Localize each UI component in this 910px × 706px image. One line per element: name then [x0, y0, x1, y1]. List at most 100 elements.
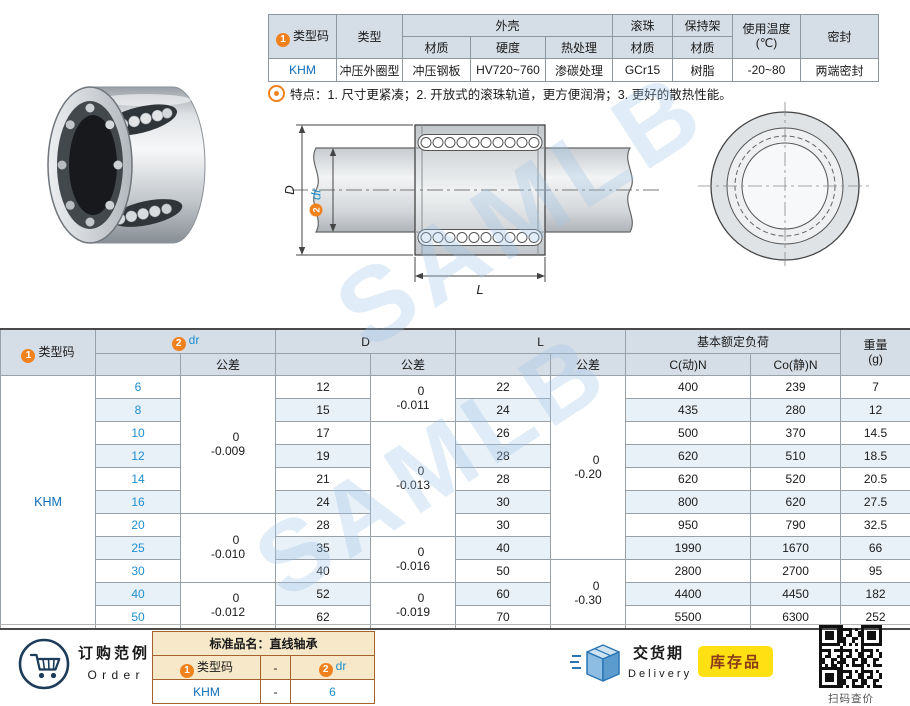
header-weight-line2: (g) — [868, 351, 883, 366]
ball — [528, 232, 540, 243]
front-view — [698, 102, 872, 270]
order-title: 订购范例 — [78, 645, 151, 662]
d-cell: 35 — [275, 536, 372, 560]
header-d-value — [275, 353, 372, 376]
cart-icon — [18, 638, 70, 690]
body-highlight — [99, 94, 191, 106]
spec-header-cage-material: 材质 — [672, 36, 733, 59]
ball — [432, 232, 444, 243]
dimension-dr — [329, 148, 337, 232]
header-dr-tolerance: 公差 — [179, 353, 277, 376]
c-dynamic-cell: 435 — [625, 398, 752, 422]
header-l-tolerance: 公差 — [550, 353, 627, 376]
l-cell: 26 — [455, 421, 552, 445]
dr-cell: 20 — [95, 513, 181, 537]
header-weight-line1: 重量 — [863, 337, 888, 352]
order-val-separator: - — [260, 679, 291, 704]
delivery-title: 交货期 — [633, 645, 685, 662]
order-col-type-code-label: 类型码 — [196, 659, 233, 674]
spec-header-shell: 外壳 — [402, 14, 613, 37]
order-val-type-code: KHM — [152, 679, 261, 704]
dr-cell: 14 — [95, 467, 181, 491]
badge-1-icon: 1 — [21, 348, 36, 363]
qr-caption: 扫码查价 — [828, 693, 874, 705]
dr-cell: 50 — [95, 605, 181, 630]
l-cell: 24 — [455, 398, 552, 422]
weight-cell: 20.5 — [840, 467, 910, 491]
weight-cell: 95 — [840, 559, 910, 583]
c-dynamic-cell: 950 — [625, 513, 752, 537]
badge-1-icon: 1 — [275, 32, 290, 47]
tolerance-cell: 0-0.016 — [370, 536, 457, 583]
bore-hole — [69, 115, 117, 215]
header-weight: 重量(g) — [840, 328, 910, 376]
ball — [504, 137, 516, 148]
order-table-title-row: 标准品名：直线轴承 — [152, 631, 375, 656]
spec-header-ball: 滚珠 — [612, 14, 673, 37]
c-dynamic-cell: 400 — [625, 375, 752, 399]
header-c-static: Co(静)N — [750, 353, 842, 376]
l-cell: 28 — [455, 467, 552, 491]
c-dynamic-cell: 2800 — [625, 559, 752, 583]
spec-header-type: 类型 — [336, 14, 403, 59]
dr-cell: 40 — [95, 582, 181, 606]
tolerance-cell: 0-0.012 — [179, 582, 277, 630]
order-title-en: O r d e r — [87, 668, 141, 682]
header-l: L — [455, 328, 627, 354]
ball — [456, 232, 468, 243]
badge-2-icon: 2 — [318, 662, 333, 677]
stock-badge: 库存品 — [698, 646, 774, 677]
spec-header-temp: 使用温度(℃) — [732, 14, 801, 59]
dr-cell: 6 — [95, 375, 181, 399]
header-l-value — [455, 353, 552, 376]
l-cell: 30 — [455, 513, 552, 537]
qr-code — [819, 625, 882, 688]
c-dynamic-cell: 1990 — [625, 536, 752, 560]
ball-row-bottom — [420, 232, 540, 243]
dr-cell: 16 — [95, 490, 181, 514]
ball — [468, 137, 480, 148]
spec-data-row: KHM 冲压外圈型 冲压钢板 HV720~760 渗碳处理 GCr15 树脂 -… — [268, 58, 879, 82]
ball — [432, 137, 444, 148]
ball — [456, 137, 468, 148]
d-cell: 40 — [275, 559, 372, 583]
c-static-cell: 1670 — [750, 536, 842, 560]
weight-cell: 18.5 — [840, 444, 910, 468]
c-static-cell: 620 — [750, 490, 842, 514]
ball — [444, 137, 456, 148]
delivery-box-icon — [570, 644, 620, 682]
tolerance-cell: 0-0.013 — [370, 421, 457, 537]
dr-cell: 8 — [95, 398, 181, 422]
spec-temp-range: -20~80 — [732, 58, 801, 82]
header-load: 基本额定负荷 — [625, 328, 842, 354]
header-dr-value — [95, 353, 181, 376]
technical-drawing: D 2 dr L — [282, 102, 872, 297]
badge-2-icon: 2 — [171, 336, 186, 351]
ball — [444, 232, 456, 243]
c-static-cell: 520 — [750, 467, 842, 491]
header-d: D — [275, 328, 457, 354]
ball — [492, 137, 504, 148]
d-cell: 15 — [275, 398, 372, 422]
order-col-separator: - — [260, 655, 291, 680]
c-static-cell: 790 — [750, 513, 842, 537]
features-line: 特点：1. 尺寸更紧凑；2. 开放式的滚珠轨道，更方便润滑；3. 更好的散热性能… — [268, 84, 732, 103]
spec-hardness: HV720~760 — [470, 58, 546, 82]
ball — [420, 232, 432, 243]
spec-heat: 渗碳处理 — [545, 58, 613, 82]
